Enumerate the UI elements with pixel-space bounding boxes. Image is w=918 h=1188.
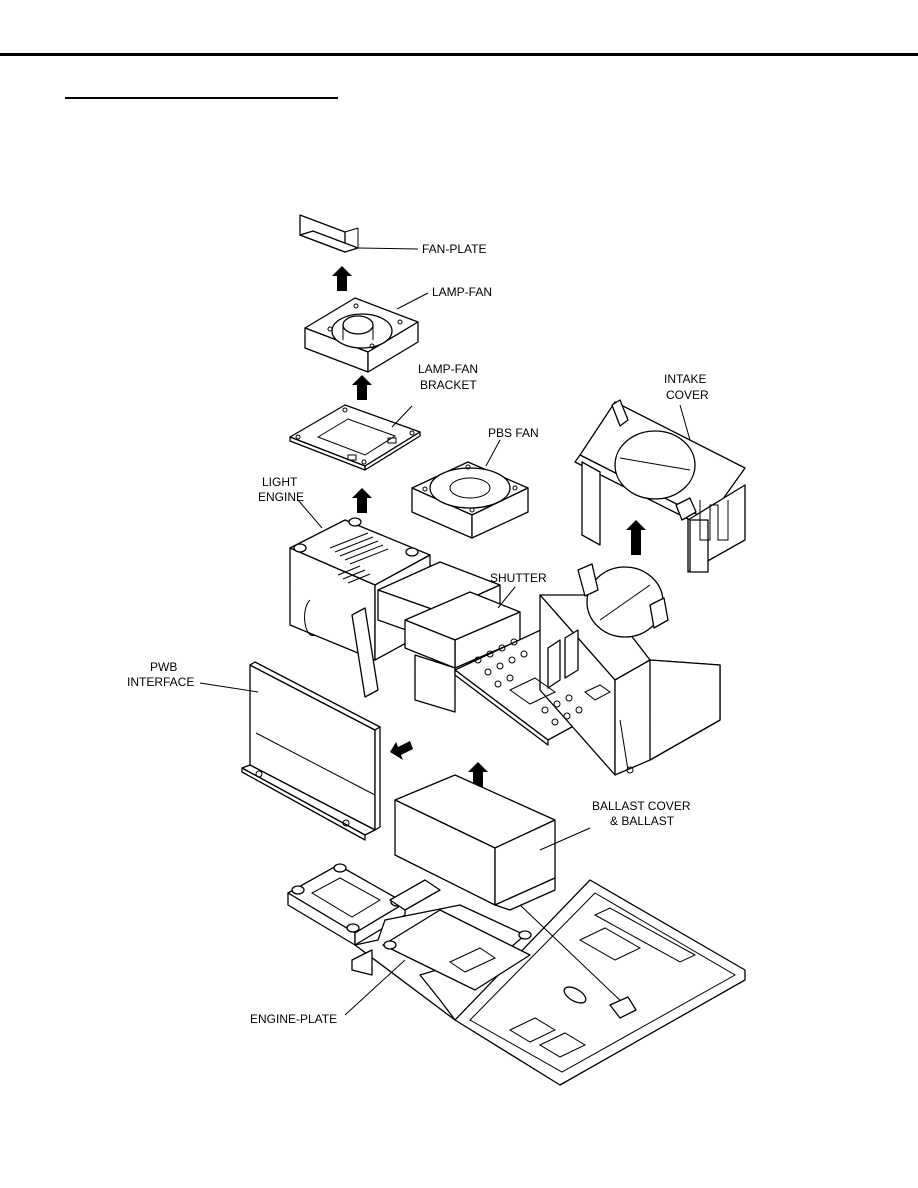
ballast-cover-label-line1: BALLAST COVER <box>592 799 691 813</box>
intake-cover-label-line1: INTAKE <box>664 372 706 386</box>
fan-plate-label: FAN-PLATE <box>422 242 486 256</box>
section-title-underline <box>65 97 338 99</box>
engine-plate-part <box>287 863 746 1086</box>
fan-plate-part <box>299 214 359 253</box>
lamp-fan-label: LAMP-FAN <box>432 285 492 299</box>
ballast-cover-label-line2: & BALLAST <box>610 814 675 828</box>
lamp-fan-bracket-label-line2: BRACKET <box>420 378 477 392</box>
pwb-interface-part <box>241 661 381 841</box>
pwb-interface-label-line1: PWB <box>150 660 177 674</box>
shutter-part <box>454 563 721 776</box>
up-arrow-icon <box>352 375 372 400</box>
ballast-cover-part <box>394 774 556 911</box>
pwb-interface-label-line2: INTERFACE <box>127 675 194 689</box>
pbs-fan-part <box>411 461 529 539</box>
intake-cover-part <box>574 399 746 573</box>
light-engine-label-line2: ENGINE <box>258 490 304 504</box>
pbs-fan-label: PBS FAN <box>488 426 539 440</box>
up-arrow-icon <box>332 266 352 291</box>
light-engine-part <box>289 517 521 713</box>
lamp-fan-bracket-part <box>289 404 421 471</box>
right-arrow-icon <box>390 741 413 760</box>
light-engine-label-line1: LIGHT <box>262 475 298 489</box>
up-arrow-icon <box>468 762 488 787</box>
header-rule <box>0 53 918 56</box>
up-arrow-icon <box>352 488 372 513</box>
lamp-fan-part <box>304 297 419 373</box>
up-arrow-icon <box>626 520 646 555</box>
shutter-label: SHUTTER <box>490 571 547 585</box>
callout-labels: FAN-PLATE LAMP-FAN LAMP-FAN BRACKET PBS … <box>127 242 709 1026</box>
lamp-fan-bracket-label-line1: LAMP-FAN <box>418 362 478 376</box>
intake-cover-label-line2: COVER <box>666 388 709 402</box>
engine-plate-label: ENGINE-PLATE <box>250 1012 337 1026</box>
